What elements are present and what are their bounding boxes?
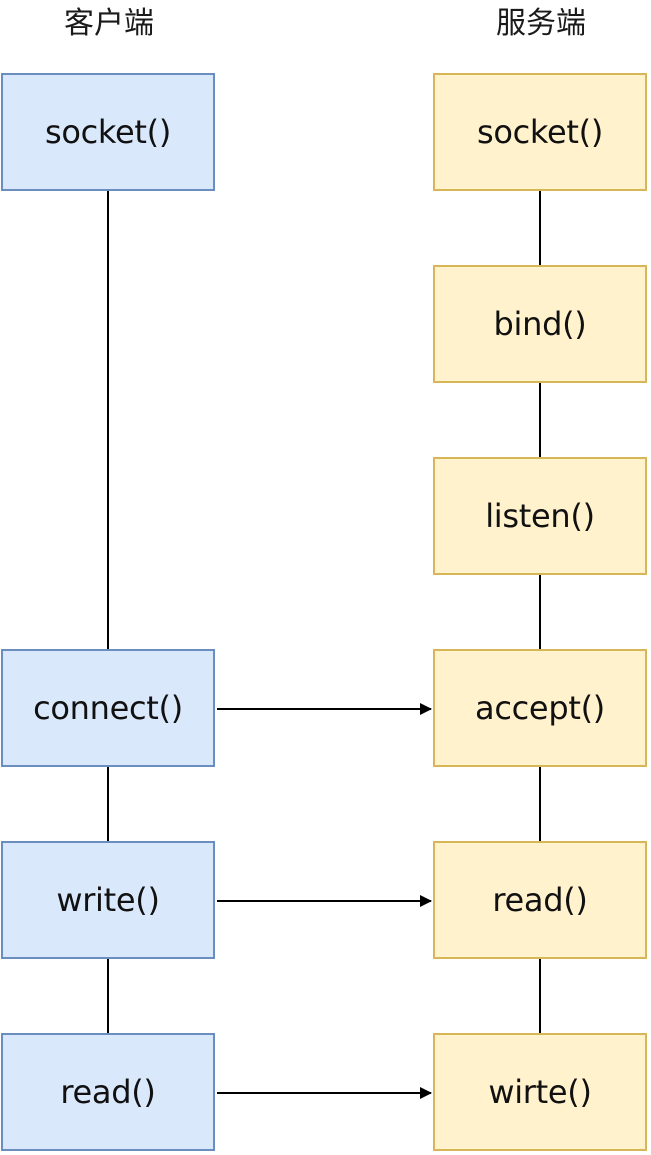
server-listen-box: listen(): [433, 457, 647, 575]
client-connect-box: connect(): [1, 649, 215, 767]
client-write-box: write(): [1, 841, 215, 959]
server-socket-box: socket(): [433, 73, 647, 191]
server-bind-box: bind(): [433, 265, 647, 383]
client-read-box: read(): [1, 1033, 215, 1151]
server-column-title: 服务端: [496, 6, 586, 41]
client-socket-box: socket(): [1, 73, 215, 191]
server-wirte-box: wirte(): [433, 1033, 647, 1151]
server-read-box: read(): [433, 841, 647, 959]
server-accept-box: accept(): [433, 649, 647, 767]
client-column-title: 客户端: [64, 6, 154, 41]
